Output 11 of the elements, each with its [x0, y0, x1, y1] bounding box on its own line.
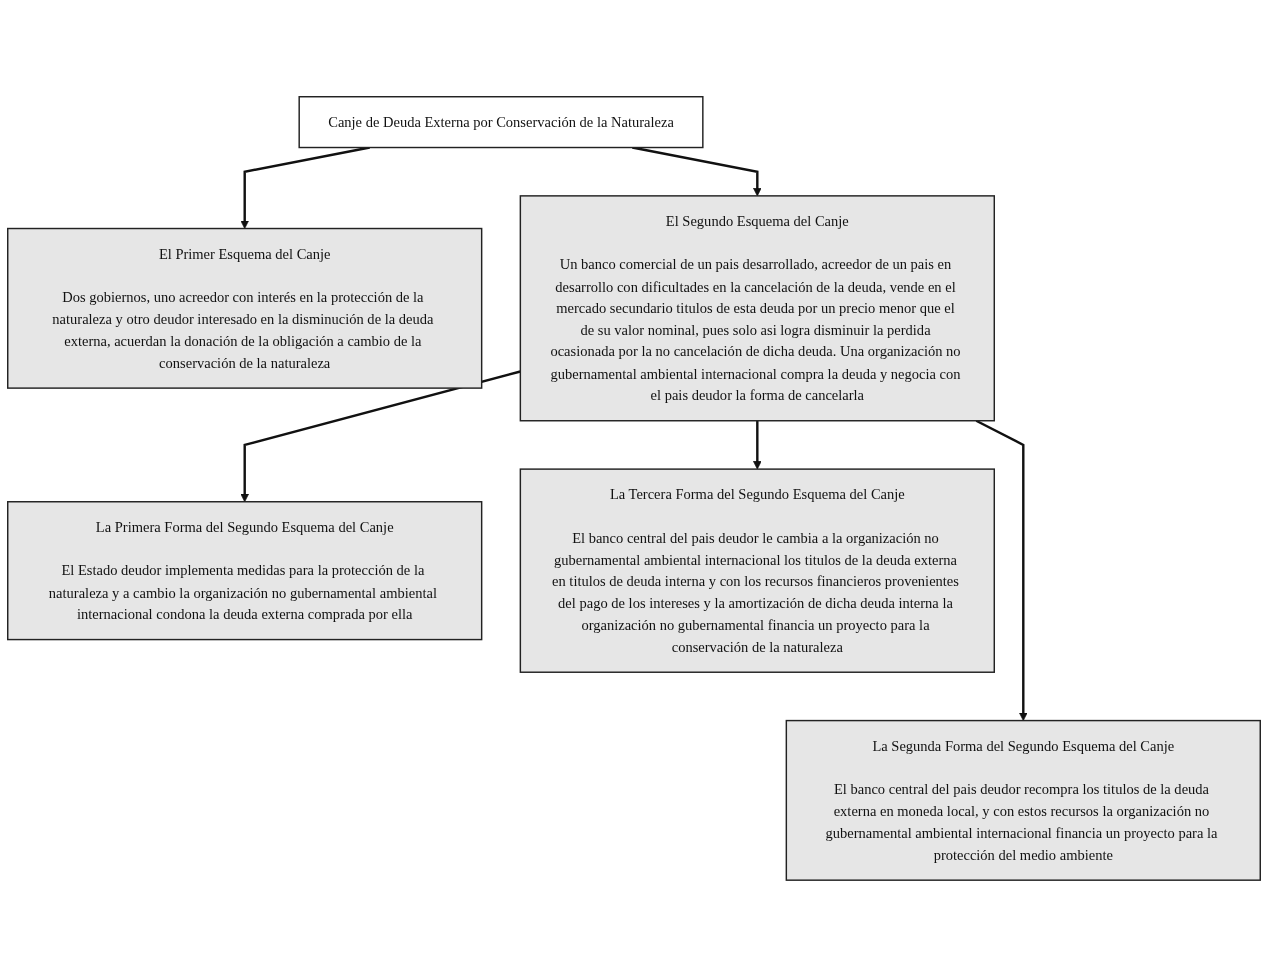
arrow: [240, 146, 370, 229]
node-box: La Segunda Forma del Segundo Esquema del Canje El banco central del pais deudor recompra los titulos de la deuda externa en moneda local, y con estos recursos la organización no gubernamental ambiental internacional financia un proyecto para la protección del medio ambiente: [785, 719, 1261, 881]
arrow: [240, 370, 521, 503]
arrow: [975, 419, 1028, 721]
arrow: [753, 420, 762, 470]
arrow: [632, 146, 762, 197]
node-box: La Tercera Forma del Segundo Esquema del Canje El banco central del pais deudor le cambia a la organización no gubernamental ambiental internacional los titulos de la deuda externa en titulos de deuda interna y con los recursos financieros provenientes del pago de los intereses y la amortización de dicha deuda interna la organización no gubernamental financia un proyecto para la conservación de la naturaleza: [519, 468, 995, 673]
node-box: La Primera Forma del Segundo Esquema del Canje El Estado deudor implementa medidas para la protección de la naturaleza y a cambio la organización no gubernamental ambiental internacional condona la deuda externa comprada por ella: [7, 501, 483, 641]
node-box: El Segundo Esquema del Canje Un banco comercial de un pais desarrollado, acreedor de un pais en desarrollo con dificultades en la cancelación de la deuda, vende en el mercado secundario titulos de esta deuda por un precio menor que el de su valor nominal, pues solo asi logra disminuir la perdida ocasionada por la no cancelación de dicha deuda. Una organización no gubernamental ambiental internacional compra la deuda y negocia con el pais deudor la forma de cancelarla: [519, 195, 995, 422]
node-box: Canje de Deuda Externa por Conservación de la Naturaleza: [298, 96, 704, 149]
node-box: El Primer Esquema del Canje Dos gobiernos, uno acreedor con interés en la protección de la naturaleza y otro deudor interesado en la disminución de la deuda externa, acuerdan la donación de la obligación a cambio de la conservación de la naturaleza: [7, 227, 483, 389]
